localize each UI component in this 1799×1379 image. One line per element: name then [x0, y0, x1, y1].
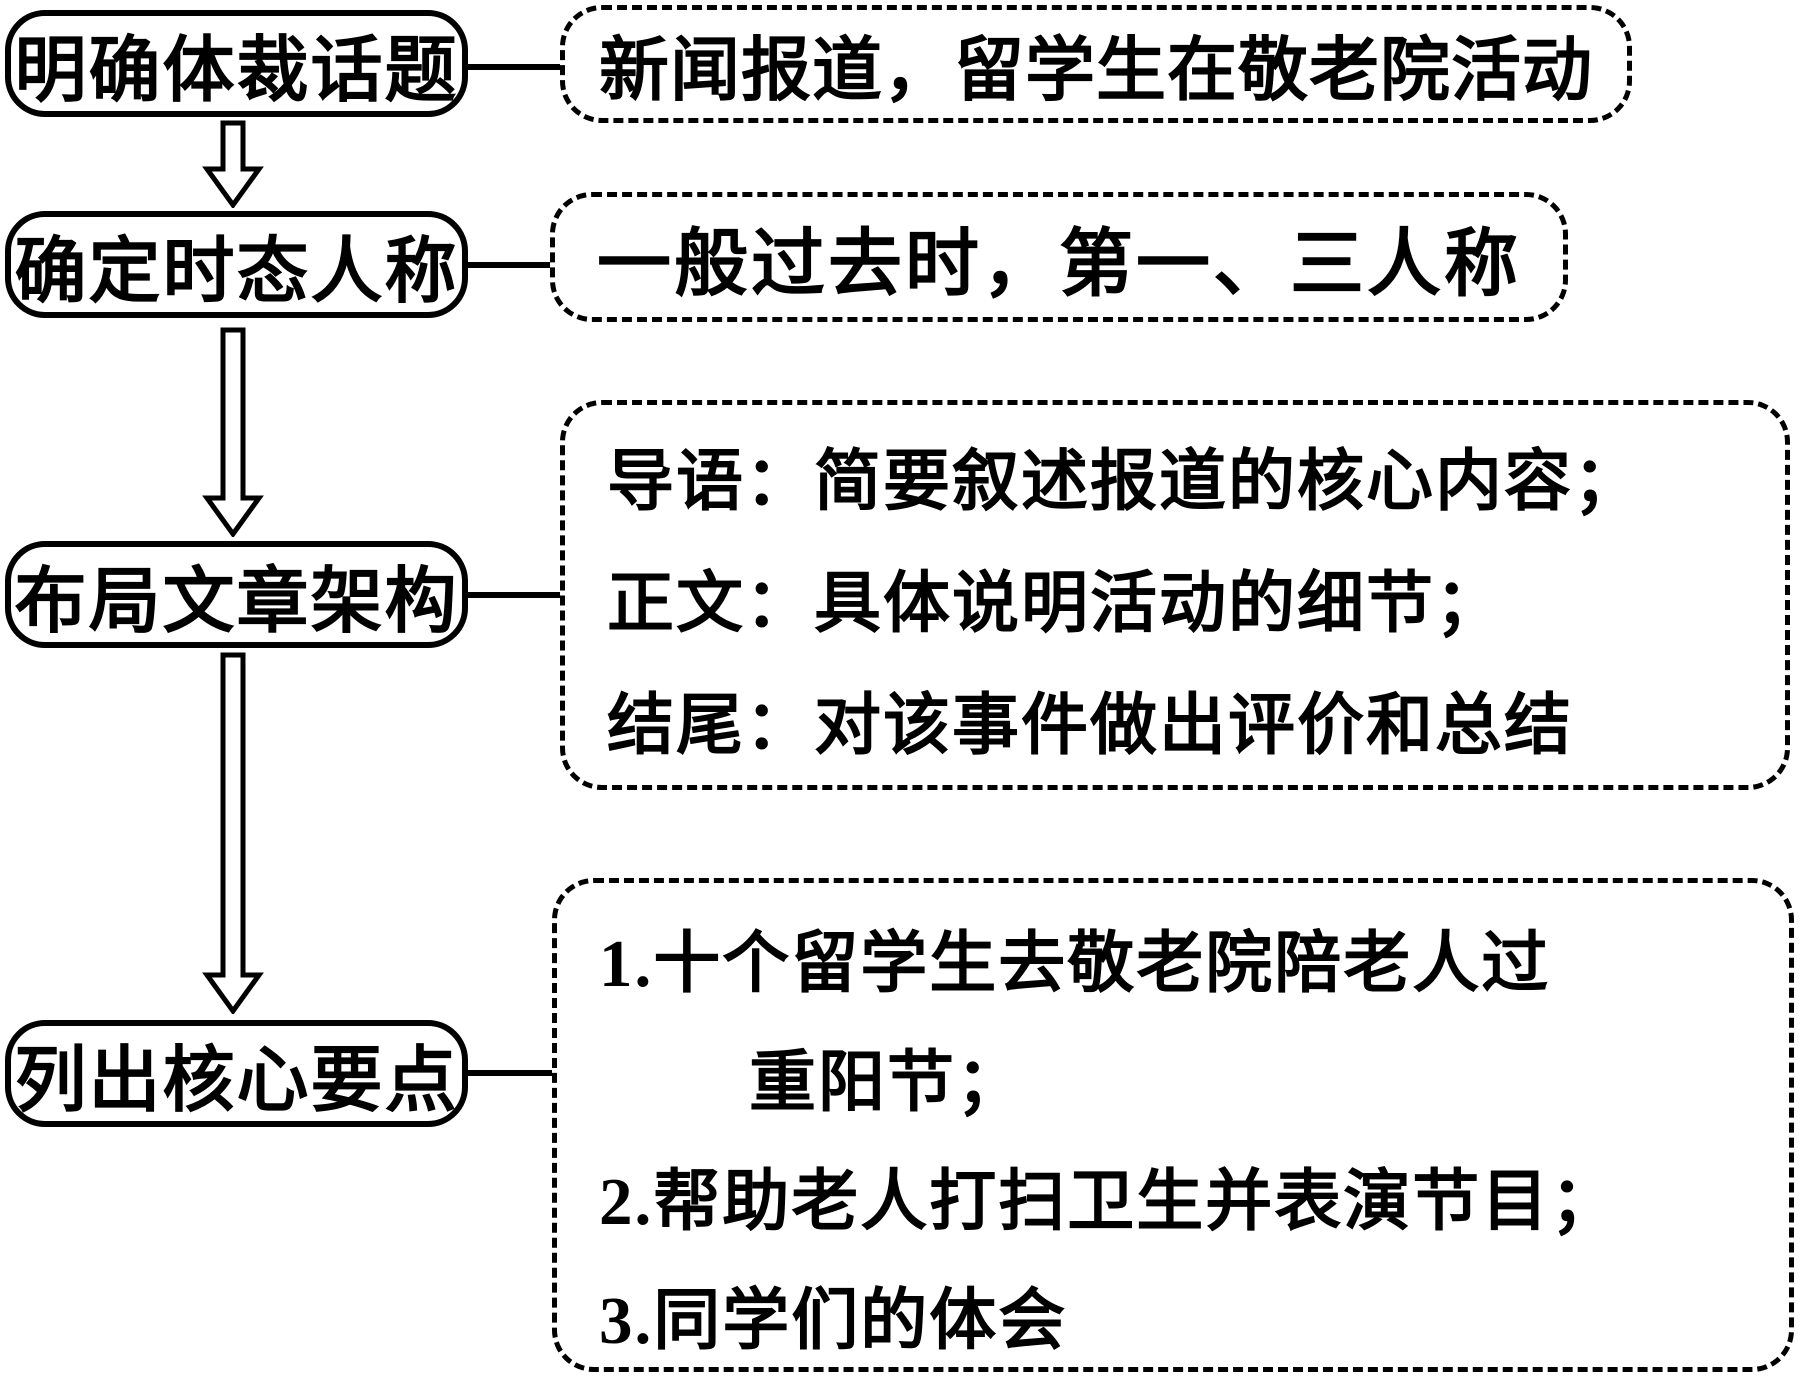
step-4-label: 列出核心要点 [14, 1041, 459, 1121]
step-2-note-text: 一般过去时，第一、三人称 [597, 223, 1521, 306]
connector-line-4 [466, 1070, 556, 1076]
step-1-label: 明确体裁话题 [14, 31, 459, 111]
step-4-note-line: 重阳节； [749, 1046, 1025, 1120]
down-arrow-icon [202, 327, 264, 537]
step-2-note: 一般过去时，第一、三人称 [550, 192, 1568, 322]
down-arrow-icon [202, 120, 264, 208]
step-4-note: 1.十个留学生去敬老院陪老人过 重阳节； 2.帮助老人打扫卫生并表演节目； 3.… [552, 878, 1794, 1372]
step-2-box: 确定时态人称 [5, 211, 468, 318]
step-1-note-text: 新闻报道，留学生在敬老院活动 [599, 32, 1593, 110]
step-3-label: 布局文章架构 [14, 562, 459, 642]
step-3-note-line: 导语：简要叙述报道的核心内容； [607, 445, 1642, 519]
connector-line-3 [466, 592, 564, 598]
step-4-box: 列出核心要点 [5, 1020, 468, 1127]
step-1-box: 明确体裁话题 [5, 10, 468, 117]
step-3-note: 导语：简要叙述报道的核心内容； 正文：具体说明活动的细节； 结尾：对该事件做出评… [560, 400, 1790, 790]
step-3-note-line: 正文：具体说明活动的细节； [607, 567, 1504, 641]
step-4-note-line: 2.帮助老人打扫卫生并表演节目； [599, 1165, 1620, 1239]
step-2-label: 确定时态人称 [14, 232, 459, 312]
step-4-note-line: 1.十个留学生去敬老院陪老人过 [599, 927, 1551, 1001]
step-1-note: 新闻报道，留学生在敬老院活动 [560, 5, 1632, 123]
down-arrow-icon [202, 652, 264, 1014]
connector-line-1 [466, 64, 564, 70]
step-4-note-line: 3.同学们的体会 [599, 1284, 1068, 1358]
step-3-note-line: 结尾：对该事件做出评价和总结 [607, 689, 1573, 763]
connector-line-2 [466, 262, 554, 268]
step-3-box: 布局文章架构 [5, 541, 468, 648]
